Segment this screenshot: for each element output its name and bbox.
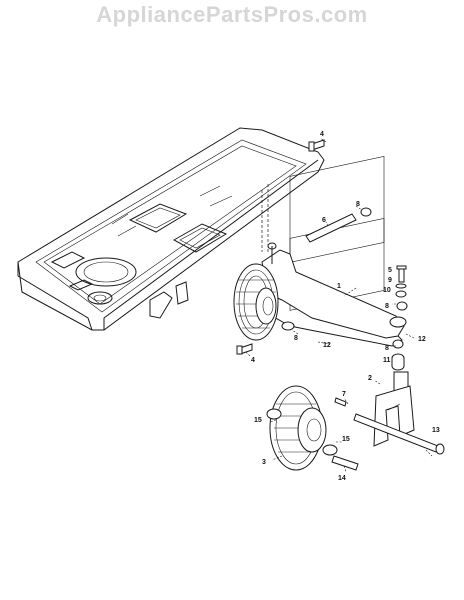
small-screw-part (334, 397, 347, 407)
callout-3: 3 (262, 459, 266, 466)
bolt-part-bottom (236, 343, 253, 355)
callout-13: 13 (432, 427, 440, 434)
callout-2: 2 (368, 375, 372, 382)
callout-15-right: 15 (342, 436, 350, 443)
exploded-view-guides (261, 156, 385, 311)
fastener-stack (395, 265, 407, 298)
callout-8-lower: 8 (385, 345, 389, 352)
front-axle-part (261, 242, 407, 347)
callout-14: 14 (338, 475, 346, 482)
callout-8-axle: 8 (294, 335, 298, 342)
callout-12-axle: 12 (323, 342, 331, 349)
pivot-pin-part (305, 207, 372, 243)
spacer-part (391, 353, 405, 371)
caster-wheel (266, 385, 338, 471)
axle-wheel (233, 263, 279, 341)
callout-8-upper: 8 (385, 303, 389, 310)
leader-lines (245, 205, 433, 473)
callout-4-bottom: 4 (251, 357, 255, 364)
axle-bolt-part (353, 413, 445, 455)
callout-10: 10 (383, 287, 391, 294)
callout-1: 1 (337, 283, 341, 290)
callout-7: 7 (342, 391, 346, 398)
watermark-text: AppliancePartsPros.com (96, 2, 368, 27)
callout-11: 11 (383, 357, 391, 364)
frame-deck (17, 127, 325, 331)
callout-12-right: 12 (418, 336, 426, 343)
bolt-part-top (308, 137, 327, 152)
wheel-pin-part (331, 455, 359, 471)
callout-4-top: 4 (320, 131, 324, 138)
callout-labels: 1 2 3 4 4 5 6 7 8 8 8 8 9 10 11 12 12 13… (251, 131, 440, 482)
callout-15-left: 15 (254, 417, 262, 424)
callout-8-pin: 8 (356, 201, 360, 208)
callout-9: 9 (388, 277, 392, 284)
callout-6: 6 (322, 217, 326, 224)
callout-5: 5 (388, 267, 392, 274)
bushing-parts (281, 301, 408, 349)
